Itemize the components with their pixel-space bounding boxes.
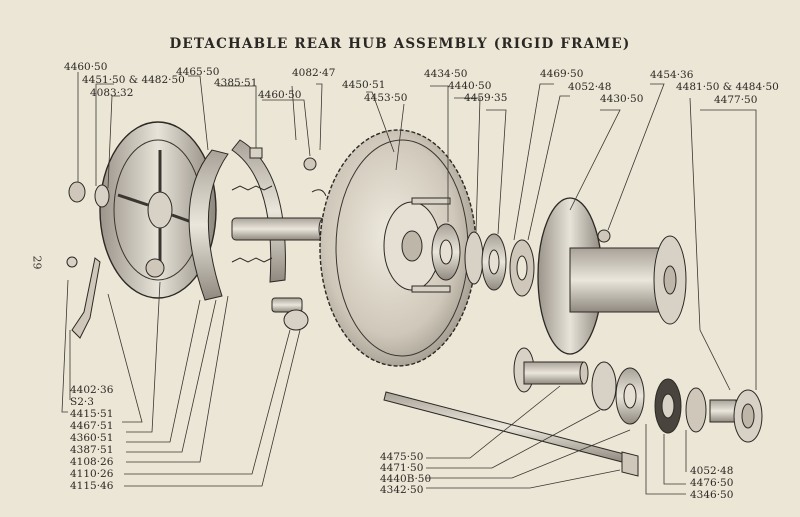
part-label: 4451·50 & 4482·50 xyxy=(82,74,185,86)
part-label: 4459·35 xyxy=(464,92,508,104)
part-label: 4475·50 xyxy=(380,451,424,463)
part-label: S2·3 xyxy=(70,396,94,408)
part-label: 4052·48 xyxy=(690,465,734,477)
part-label: 4471·50 xyxy=(380,462,424,474)
bearing-stack xyxy=(431,223,535,297)
hex-nut-left xyxy=(66,181,110,268)
part-label: 4460·50 xyxy=(64,61,108,73)
brake-spindle xyxy=(231,157,330,241)
part-label: 4450·51 xyxy=(342,79,386,91)
diagram-title: DETACHABLE REAR HUB ASSEMBLY (RIGID FRAM… xyxy=(169,36,631,52)
part-label: 4477·50 xyxy=(714,94,758,106)
part-label: 4346·50 xyxy=(690,489,734,501)
part-label: 4108·26 xyxy=(70,456,114,468)
adjuster-pin xyxy=(271,297,309,331)
part-label: 4454·36 xyxy=(650,69,694,81)
part-label: 4115·46 xyxy=(70,480,114,492)
part-label: 4342·50 xyxy=(380,484,424,496)
distance-sleeve xyxy=(513,347,763,443)
part-label: 4481·50 & 4484·50 xyxy=(676,81,779,93)
hub-shell xyxy=(537,197,687,355)
part-label: 4415·51 xyxy=(70,408,114,420)
part-label: 4083·32 xyxy=(90,87,134,99)
part-label: 4476·50 xyxy=(690,477,734,489)
part-label: 4385·51 xyxy=(214,77,258,89)
part-label: 4467·51 xyxy=(70,420,114,432)
part-label: 4460·50 xyxy=(258,89,302,101)
part-label: 4440·50 xyxy=(448,80,492,92)
brake-shoes xyxy=(188,139,286,301)
leader-lines xyxy=(61,72,757,495)
part-label: 4402·36 xyxy=(70,384,114,396)
part-label: 4110·26 xyxy=(70,468,114,480)
part-label: 4387·51 xyxy=(70,444,114,456)
part-label: 4360·51 xyxy=(70,432,114,444)
part-label: 4465·50 xyxy=(176,66,220,78)
wheel-spindle xyxy=(383,391,639,477)
part-label: 4052·48 xyxy=(568,81,612,93)
part-label: 4434·50 xyxy=(424,68,468,80)
part-label: 4453·50 xyxy=(364,92,408,104)
sprocket-brake-drum xyxy=(319,129,477,367)
part-label: 4082·47 xyxy=(292,67,336,79)
part-label: 4430·50 xyxy=(600,93,644,105)
brake-cam-lever xyxy=(71,257,101,339)
part-label: 4469·50 xyxy=(540,68,584,80)
part-label: 4440B·50 xyxy=(380,473,432,485)
